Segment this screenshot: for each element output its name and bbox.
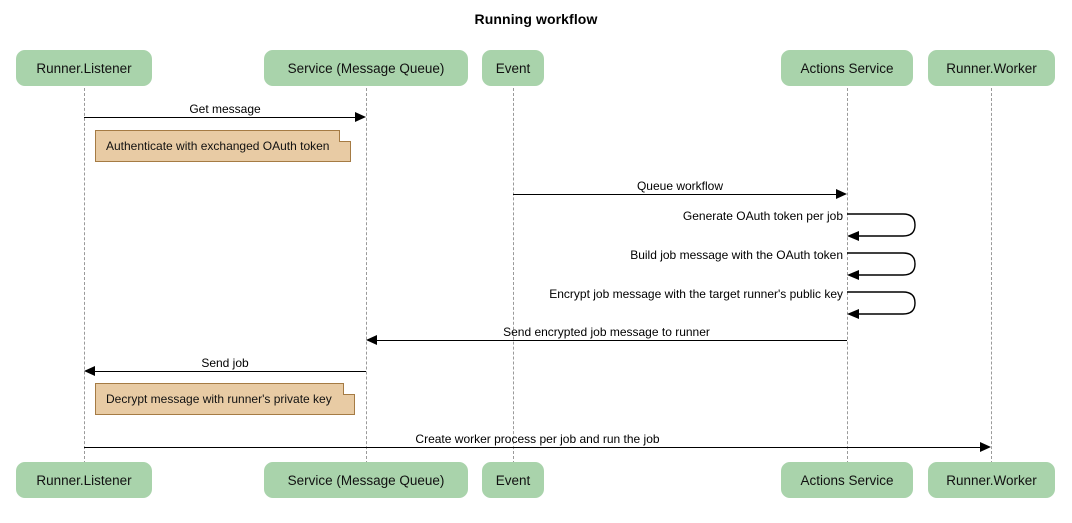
participant-label: Event [495, 60, 531, 76]
message-label-send-job: Send job [201, 356, 249, 370]
message-line-send-encrypted-job-message [377, 340, 847, 341]
note-authenticate: Authenticate with exchanged OAuth token [95, 130, 351, 162]
arrowhead-right-icon [980, 442, 991, 452]
lifeline-runner-worker [991, 88, 992, 464]
self-message-encrypt-job-message [847, 290, 927, 319]
arrowhead-right-icon [836, 189, 847, 199]
participant-label: Service (Message Queue) [287, 472, 445, 488]
lifeline-service-message-queue [366, 88, 367, 464]
message-line-queue-workflow [513, 194, 836, 195]
participant-runner-listener-top[interactable]: Runner.Listener [16, 50, 152, 86]
participant-label: Service (Message Queue) [287, 60, 445, 76]
message-label-encrypt-job-message: Encrypt job message with the target runn… [549, 287, 843, 301]
participant-label: Runner.Worker [946, 472, 1037, 488]
message-label-create-worker-process: Create worker process per job and run th… [415, 432, 660, 446]
lifeline-runner-listener [84, 88, 85, 464]
note-decrypt: Decrypt message with runner's private ke… [95, 383, 355, 415]
note-label: Decrypt message with runner's private ke… [106, 392, 332, 406]
message-line-get-message [84, 117, 355, 118]
lifeline-actions-service [847, 88, 848, 464]
participant-service-message-queue-bottom[interactable]: Service (Message Queue) [264, 462, 468, 498]
participant-runner-listener-bottom[interactable]: Runner.Listener [16, 462, 152, 498]
message-label-build-job-message: Build job message with the OAuth token [630, 248, 843, 262]
message-line-send-job [95, 371, 366, 372]
note-label: Authenticate with exchanged OAuth token [106, 139, 330, 153]
message-label-queue-workflow: Queue workflow [636, 179, 724, 193]
participant-service-message-queue-top[interactable]: Service (Message Queue) [264, 50, 468, 86]
message-label-get-message: Get message [189, 102, 261, 116]
participant-runner-worker-bottom[interactable]: Runner.Worker [928, 462, 1055, 498]
participant-label: Actions Service [800, 472, 894, 488]
participant-label: Runner.Worker [946, 60, 1037, 76]
note-fold-corner-icon [339, 130, 351, 142]
arrowhead-right-icon [355, 112, 366, 122]
self-message-build-job-message [847, 251, 927, 280]
lifeline-event [513, 88, 514, 464]
participant-event-bottom[interactable]: Event [482, 462, 544, 498]
participant-label: Runner.Listener [36, 472, 132, 488]
arrowhead-left-icon [84, 366, 95, 376]
participant-event-top[interactable]: Event [482, 50, 544, 86]
note-fold-corner-icon [343, 383, 355, 395]
message-label-send-encrypted-job-message: Send encrypted job message to runner [503, 325, 710, 339]
page-title: Running workflow [474, 11, 598, 27]
participant-label: Event [495, 472, 531, 488]
message-label-generate-oauth-token: Generate OAuth token per job [682, 209, 843, 223]
participant-label: Actions Service [800, 60, 894, 76]
self-message-generate-oauth-token [847, 212, 927, 241]
participant-label: Runner.Listener [36, 60, 132, 76]
participant-actions-service-top[interactable]: Actions Service [781, 50, 913, 86]
message-line-create-worker-process [84, 447, 980, 448]
arrowhead-left-icon [366, 335, 377, 345]
participant-actions-service-bottom[interactable]: Actions Service [781, 462, 913, 498]
participant-runner-worker-top[interactable]: Runner.Worker [928, 50, 1055, 86]
